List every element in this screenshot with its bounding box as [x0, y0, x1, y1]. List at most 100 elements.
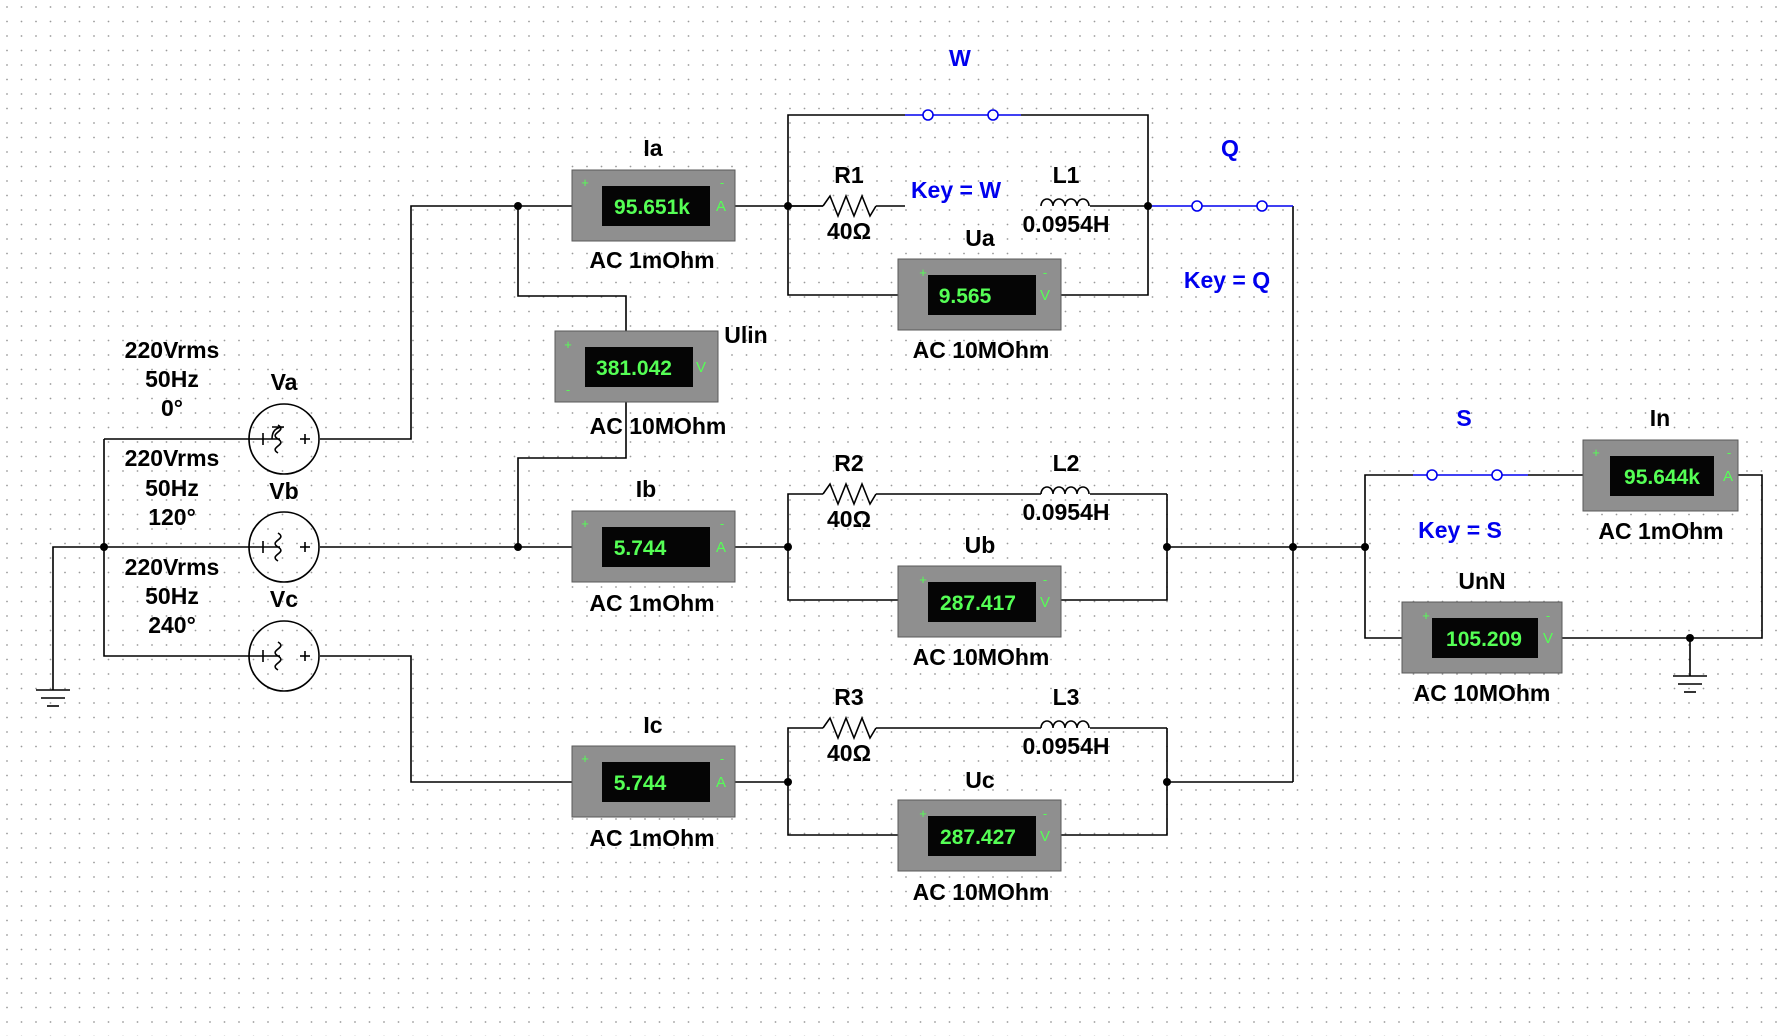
switch-w[interactable]	[922, 109, 999, 121]
ib-spec: AC 1mOhm	[589, 590, 714, 616]
ub-unit: V	[1040, 594, 1050, 611]
uc-spec: AC 10MOhm	[913, 879, 1050, 905]
switch-q-key: Key = Q	[1184, 267, 1270, 293]
ic-label: Ic	[643, 712, 662, 738]
unn-reading: 105.209	[1446, 628, 1522, 651]
voltmeter-unn[interactable]: 105.209 + - V	[1401, 601, 1563, 674]
unn-label: UnN	[1458, 568, 1505, 594]
switch-q[interactable]	[1191, 200, 1268, 212]
uc-reading: 287.427	[940, 826, 1016, 849]
l3-value: 0.0954H	[1023, 733, 1110, 759]
ic-minus: -	[720, 751, 724, 766]
unn-unit: V	[1543, 630, 1553, 647]
in-label: In	[1650, 405, 1670, 431]
r1-name: R1	[834, 162, 864, 188]
vc-voltage: 220Vrms	[125, 554, 220, 580]
voltmeter-ub[interactable]: 287.417 + - V	[897, 565, 1062, 638]
ulin-minus: -	[566, 382, 570, 397]
ia-unit: A	[716, 198, 726, 215]
ground-left-icon	[36, 689, 70, 707]
vb-name: Vb	[269, 478, 298, 504]
vb-phase: 120°	[148, 504, 196, 530]
in-unit: A	[1723, 468, 1733, 485]
source-vc[interactable]	[248, 620, 320, 692]
ia-plus: +	[581, 175, 589, 190]
ulin-label: Ulin	[724, 322, 767, 348]
ia-reading: 95.651k	[614, 196, 690, 219]
uc-plus: +	[919, 806, 927, 821]
r2-name: R2	[834, 450, 863, 476]
inductor-l2[interactable]	[1040, 486, 1090, 495]
l3-name: L3	[1053, 684, 1080, 710]
uc-unit: V	[1040, 828, 1050, 845]
resistor-r2[interactable]	[822, 481, 877, 507]
ua-label: Ua	[965, 225, 995, 251]
ub-reading: 287.417	[940, 592, 1016, 615]
wires	[52, 114, 1763, 836]
ulin-plus: +	[564, 337, 572, 352]
inductor-l3[interactable]	[1040, 720, 1090, 729]
ia-label: Ia	[643, 135, 662, 161]
ulin-unit: V	[696, 359, 706, 376]
va-phase: 0°	[161, 395, 183, 421]
ammeter-ic[interactable]: 5.744 + - A	[571, 745, 736, 818]
ia-minus: -	[720, 175, 724, 190]
ub-label: Ub	[965, 532, 996, 558]
switch-s[interactable]	[1426, 469, 1503, 481]
ammeter-ib[interactable]: 5.744 + - A	[571, 510, 736, 583]
inductor-l1[interactable]	[1040, 198, 1090, 207]
vc-frequency: 50Hz	[145, 583, 199, 609]
voltmeter-ulin[interactable]: 381.042 + - V	[554, 330, 719, 403]
ib-plus: +	[581, 516, 589, 531]
voltmeter-ua[interactable]: 9.565 + - V	[897, 258, 1062, 331]
unn-plus: +	[1422, 608, 1430, 623]
source-vb[interactable]	[248, 511, 320, 583]
ua-unit: V	[1040, 287, 1050, 304]
in-minus: -	[1727, 445, 1731, 460]
va-voltage: 220Vrms	[125, 337, 220, 363]
resistor-r3[interactable]	[822, 715, 877, 741]
resistor-r1[interactable]	[822, 193, 877, 219]
vc-phase: 240°	[148, 612, 196, 638]
uc-label: Uc	[965, 767, 995, 793]
ia-spec: AC 1mOhm	[589, 247, 714, 273]
source-va[interactable]	[248, 403, 320, 475]
ic-spec: AC 1mOhm	[589, 825, 714, 851]
uc-minus: -	[1043, 806, 1047, 821]
r3-value: 40Ω	[827, 740, 871, 766]
va-name: Va	[271, 369, 298, 395]
ub-spec: AC 10MOhm	[913, 644, 1050, 670]
ua-minus: -	[1043, 265, 1047, 280]
r2-value: 40Ω	[827, 506, 871, 532]
in-reading: 95.644k	[1624, 466, 1700, 489]
junctions	[100, 202, 1694, 786]
ammeter-in[interactable]: 95.644k + - A	[1582, 439, 1739, 512]
switch-s-name: S	[1456, 405, 1471, 431]
l1-name: L1	[1053, 162, 1080, 188]
unn-spec: AC 10MOhm	[1414, 680, 1551, 706]
switch-w-key: Key = W	[911, 177, 1001, 203]
ulin-reading: 381.042	[596, 357, 672, 380]
ua-plus: +	[919, 265, 927, 280]
l1-value: 0.0954H	[1023, 211, 1110, 237]
voltmeter-uc[interactable]: 287.427 + - V	[897, 799, 1062, 872]
va-frequency: 50Hz	[145, 366, 199, 392]
ib-label: Ib	[636, 476, 656, 502]
ub-minus: -	[1043, 572, 1047, 587]
ammeter-ia[interactable]: 95.651k + - A	[571, 169, 736, 242]
ua-reading: 9.565	[939, 285, 992, 308]
ib-unit: A	[716, 539, 726, 556]
in-plus: +	[1592, 445, 1600, 460]
switch-s-key: Key = S	[1418, 517, 1502, 543]
vc-name: Vc	[270, 586, 298, 612]
r3-name: R3	[834, 684, 863, 710]
ic-unit: A	[716, 774, 726, 791]
unn-minus: -	[1546, 608, 1550, 623]
switch-q-name: Q	[1221, 135, 1239, 161]
l2-value: 0.0954H	[1023, 499, 1110, 525]
ub-plus: +	[919, 572, 927, 587]
ib-minus: -	[720, 516, 724, 531]
in-spec: AC 1mOhm	[1598, 518, 1723, 544]
vb-voltage: 220Vrms	[125, 445, 220, 471]
